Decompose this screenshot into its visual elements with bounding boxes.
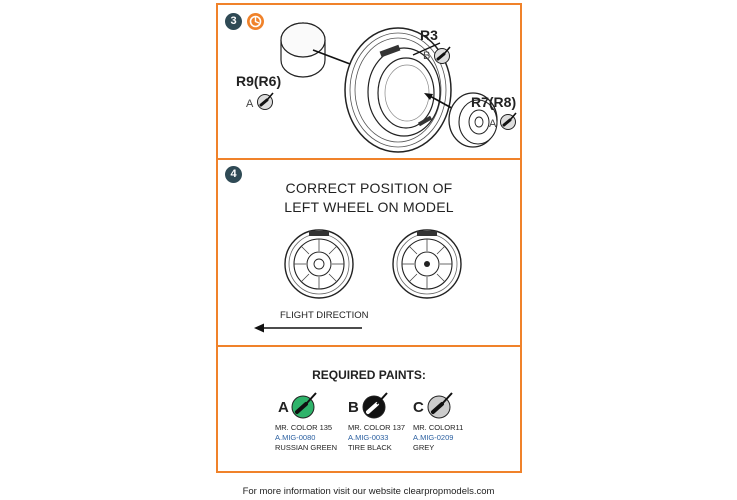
step-number-badge: 4 — [225, 166, 242, 183]
wheel-side-view-right — [392, 229, 462, 299]
step-4-panel: 4 CORRECT POSITION OF LEFT WHEEL ON MODE… — [216, 158, 522, 347]
step-number-badge: 3 — [225, 13, 242, 30]
paint-name: MR. COLOR 135 — [275, 423, 333, 432]
part-label-r9: R9(R6) — [236, 73, 282, 89]
wheel-assembly-drawing — [280, 22, 498, 153]
part-label-r7: R7(R8) — [471, 94, 517, 110]
paint-letter: A — [278, 399, 289, 416]
paint-desc: TIRE BLACK — [348, 443, 392, 452]
flight-direction-label: FLIGHT DIRECTION — [280, 310, 369, 321]
paint-code: A.MIG-0080 — [275, 433, 316, 442]
wheel-side-view-left — [284, 229, 354, 299]
required-paints-panel: REQUIRED PAINTS: A MR. COLOR 135 A.MIG-0… — [216, 345, 522, 473]
paint-letter-r3: B — [423, 50, 431, 62]
resin-part-icon — [247, 13, 264, 30]
paint-green-icon — [257, 92, 274, 110]
step-title-line-2: LEFT WHEEL ON MODEL — [284, 199, 454, 215]
paint-code: A.MIG-0033 — [348, 433, 389, 442]
paint-code: A.MIG-0209 — [413, 433, 454, 442]
paint-green-icon — [500, 112, 517, 130]
paint-swatch-green-icon — [291, 392, 317, 419]
paint-swatch-black-icon — [362, 392, 388, 419]
step-title-line-1: CORRECT POSITION OF — [285, 180, 453, 196]
part-label-r3: R3 — [420, 27, 438, 43]
step-3-panel: 3 — [216, 3, 522, 161]
required-paints-title: REQUIRED PAINTS: — [312, 368, 426, 382]
paint-swatch-grey-icon — [427, 392, 453, 419]
paint-black-icon — [434, 46, 451, 64]
paint-name: MR. COLOR11 — [413, 423, 464, 432]
footer-website-note: For more information visit our website c… — [242, 486, 495, 497]
wheel-rim-part — [448, 92, 498, 148]
flight-direction-arrow — [254, 323, 362, 333]
paint-desc: GREY — [413, 443, 435, 452]
paint-letter: B — [348, 399, 359, 416]
wheel-position-drawing — [284, 229, 462, 299]
paint-desc: RUSSIAN GREEN — [275, 443, 338, 452]
main-tire-part — [344, 27, 452, 153]
paint-letter: C — [413, 399, 424, 416]
paint-name: MR. COLOR 137 — [348, 423, 406, 432]
paint-letter-r7: A — [489, 118, 497, 130]
hub-cap-part — [280, 22, 326, 78]
paint-letter-r9: A — [246, 98, 254, 110]
